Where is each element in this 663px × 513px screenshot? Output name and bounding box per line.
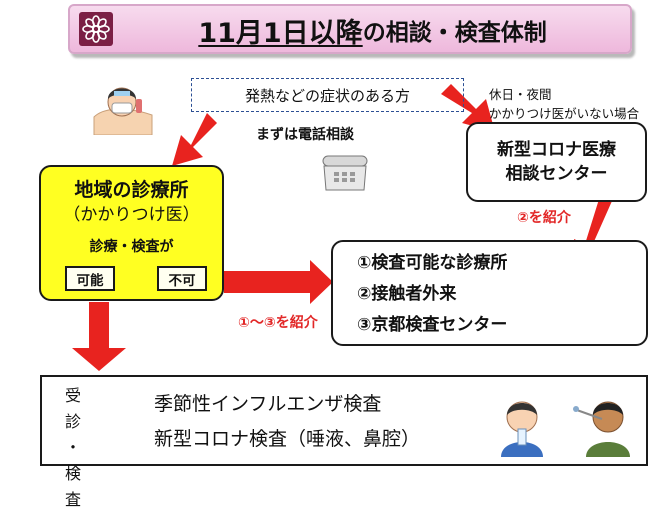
destination-item: ①検査可能な診療所 [357, 253, 508, 273]
clinic-question: 診療・検査が [89, 239, 174, 255]
exam-item: 季節性インフルエンザ検査 [154, 393, 382, 415]
symptomatic-person-box: 発熱などの症状のある方 [191, 78, 464, 112]
exam-items: 季節性インフルエンザ検査 新型コロナ検査（唾液、鼻腔） [154, 387, 420, 457]
referral-1-3-label: ①～③を紹介 [238, 315, 318, 331]
option-not-possible: 不可 [157, 266, 207, 291]
consultation-center-box: 新型コロナ医療 相談センター [466, 122, 647, 202]
clinic-title: 地域の診療所 [74, 179, 189, 201]
center-line: 相談センター [505, 164, 608, 184]
destination-item: ③京都検査センター [357, 315, 508, 335]
sick-person-icon [92, 75, 154, 136]
title-date: 11月1日以降 [198, 17, 363, 49]
exam-label-dot: ・ [64, 438, 81, 457]
holiday-note: 休日・夜間 かかりつけ医がいない場合 [489, 85, 639, 123]
exam-item: 新型コロナ検査（唾液、鼻腔） [154, 428, 421, 450]
exam-label-top: 受診 [64, 386, 81, 431]
referral-2-label: ②を紹介 [517, 210, 571, 226]
option-possible: 可能 [65, 266, 115, 291]
clinic-subtitle: （かかりつけ医） [63, 205, 200, 225]
title-rest: の相談・検査体制 [362, 20, 547, 46]
flow-arrows [72, 84, 612, 371]
city-emblem-icon [79, 12, 113, 46]
destinations-box: ①検査可能な診療所 ②接触者外来 ③京都検査センター [331, 240, 648, 346]
exam-label: 受診 ・ 検査 [58, 383, 88, 513]
holiday-note-line: かかりつけ医がいない場合 [489, 106, 640, 121]
symptom-label: 発熱などの症状のある方 [244, 86, 410, 105]
nasal-swab-icon [572, 387, 638, 457]
local-clinic-box: 地域の診療所 （かかりつけ医） 診療・検査が 可能 不可 [39, 165, 224, 301]
telephone-icon [320, 152, 370, 192]
arrow-to-clinic [172, 113, 217, 166]
destination-item: ②接触者外来 [357, 284, 457, 304]
exam-label-bottom: 検査 [64, 464, 81, 509]
center-line: 新型コロナ医療 [497, 140, 616, 160]
first-step-label: まずは電話相談 [256, 127, 354, 143]
page-title: 11月1日以降の相談・検査体制 [120, 10, 625, 50]
arrow-to-center [441, 84, 495, 132]
arrow-to-exam [72, 302, 126, 371]
saliva-test-icon [497, 391, 547, 457]
title-banner [68, 4, 632, 54]
holiday-note-line: 休日・夜間 [489, 87, 552, 102]
exam-box: 受診 ・ 検査 季節性インフルエンザ検査 新型コロナ検査（唾液、鼻腔） [40, 375, 648, 509]
arrow-clinic-to-list [224, 260, 333, 304]
